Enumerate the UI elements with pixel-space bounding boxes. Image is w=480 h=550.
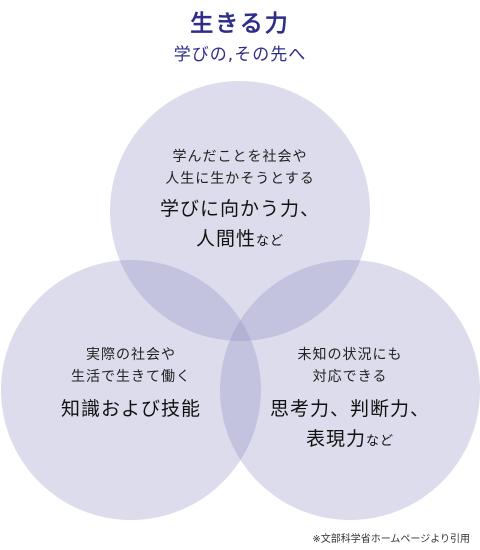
circle-left-text: 実際の社会や 生活で生きて働く 知識および技能: [31, 344, 231, 424]
circle-top-text: 学んだことを社会や 人生に生かそうとする 学びに向かう力、 人間性など: [140, 146, 340, 257]
circle-right: [220, 260, 480, 520]
circle-right-line-1: 未知の状況にも: [297, 347, 403, 363]
circle-top-big-line-1: 学びに向かう力、: [159, 198, 320, 220]
circle-top-line-1: 学んだことを社会や: [172, 149, 308, 165]
circle-right-line-2: 対応できる: [312, 369, 388, 385]
circle-right-big-line-1: 思考力、判断力、: [269, 398, 430, 420]
diagram-title: 生きる力: [190, 11, 290, 37]
source-footnote: ※文部科学省ホームページより引用: [312, 534, 470, 545]
circle-right-text: 未知の状況にも 対応できる 思考力、判断力、 表現力など: [245, 344, 455, 457]
diagram-subtitle: 学びの,その先へ: [173, 45, 307, 65]
circle-top-suffix: など: [256, 234, 285, 249]
circle-left: [1, 260, 261, 520]
circle-right-big-text: 表現力: [305, 428, 366, 450]
circle-left-line-1: 実際の社会や: [86, 347, 176, 363]
circle-right-big-line-2: 表現力など: [245, 424, 455, 457]
circle-top-line-2: 人生に生かそうとする: [165, 171, 315, 187]
circle-left-big-line-1: 知識および技能: [60, 398, 201, 420]
circle-left-line-2: 生活で生きて働く: [71, 369, 191, 385]
circle-top-big-text: 人間性: [195, 228, 256, 250]
circle-top: [110, 81, 370, 341]
circle-right-suffix: など: [366, 434, 395, 449]
circle-top-big-line-2: 人間性など: [140, 224, 340, 257]
